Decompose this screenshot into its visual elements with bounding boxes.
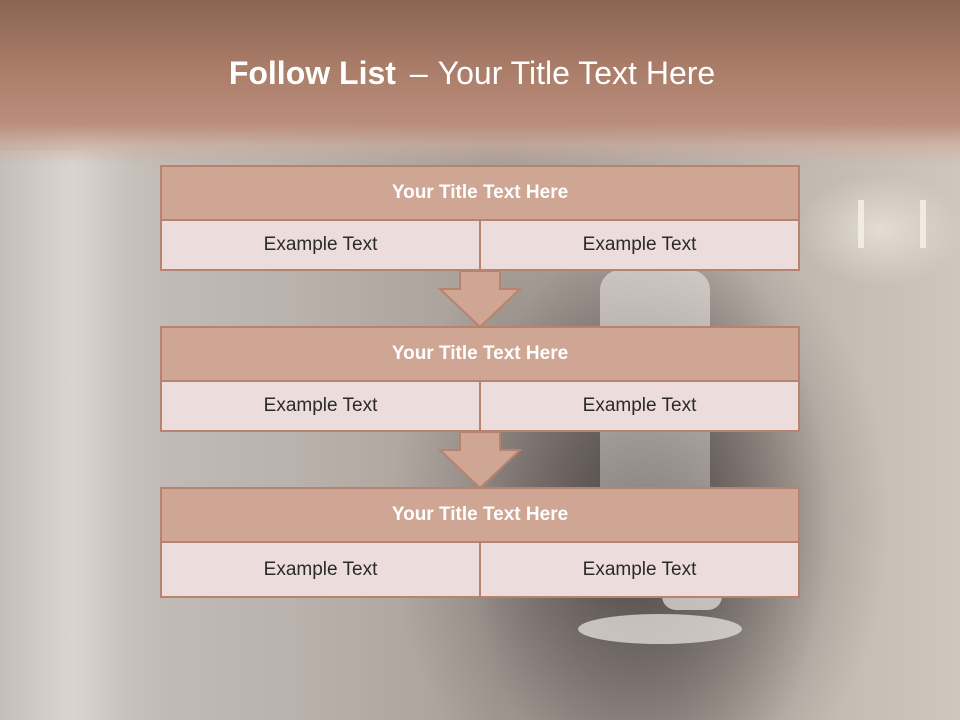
list-block-3: Your Title Text Here Example Text Exampl…	[160, 487, 800, 598]
block-cell-right: Example Text	[479, 221, 798, 269]
block-title: Your Title Text Here	[160, 165, 800, 221]
slide-title: Follow List–Your Title Text Here	[0, 55, 944, 92]
block-cell-left: Example Text	[162, 221, 479, 269]
background-candle	[920, 200, 926, 248]
background-doorframe	[0, 150, 140, 720]
block-cell-left: Example Text	[162, 382, 479, 430]
block-row: Example Text Example Text	[160, 543, 800, 598]
background-saucer	[578, 614, 742, 644]
block-cell-right: Example Text	[479, 543, 798, 596]
list-block-1: Your Title Text Here Example Text Exampl…	[160, 165, 800, 271]
slide-title-rest: Your Title Text Here	[437, 55, 716, 91]
list-block-2: Your Title Text Here Example Text Exampl…	[160, 326, 800, 432]
block-cell-right: Example Text	[479, 382, 798, 430]
down-arrow-icon	[438, 271, 522, 329]
block-cell-left: Example Text	[162, 543, 479, 596]
background-candle	[858, 200, 864, 248]
block-row: Example Text Example Text	[160, 221, 800, 271]
down-arrow-icon	[438, 432, 522, 490]
block-title: Your Title Text Here	[160, 326, 800, 382]
block-row: Example Text Example Text	[160, 382, 800, 432]
slide-title-bold: Follow List	[228, 55, 396, 91]
block-title: Your Title Text Here	[160, 487, 800, 543]
slide-title-dash: –	[409, 55, 428, 91]
header-band	[0, 0, 960, 165]
